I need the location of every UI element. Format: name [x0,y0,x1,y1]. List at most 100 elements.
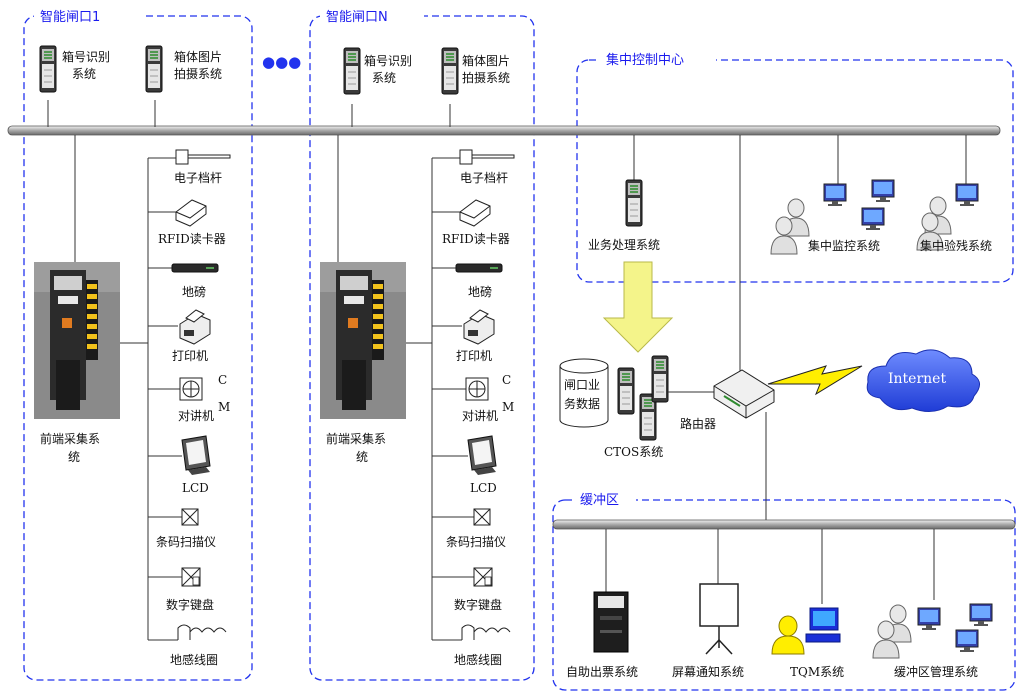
frontend-label-1: 前端采集系 [326,431,386,446]
barrier-icon [459,149,515,165]
device-label-scale: 地磅 [468,284,492,299]
barrier-icon [175,149,231,165]
ellipsis-dots: ●●● [262,53,301,71]
printer-icon [179,309,211,345]
frontend-label-1: 前端采集系 [40,431,100,446]
inspection-system-label: 集中验残系统 [920,238,992,253]
scale-icon [171,263,219,273]
device-label-lcd: LCD [470,481,497,495]
internet-label: Internet [888,371,946,387]
internet-cloud-icon [866,349,980,412]
server-icon [651,355,669,403]
buffer-manage-label: 缓冲区管理系统 [894,664,978,679]
frontend-kiosk-image [320,262,406,419]
lightning-icon [767,365,863,396]
database-label-2: 务数据 [564,396,600,411]
zone-label-gate-n: 智能闸口N [326,10,388,25]
monitor-icon [861,207,885,231]
intercom-icon [465,377,489,401]
router-label: 路由器 [680,416,716,431]
server-icon [343,47,361,95]
frontend-kiosk-image [34,262,120,419]
device-label-intercom: 对讲机 [462,408,498,423]
box-ocr-label-1: 箱号识别 [62,49,110,64]
ground-loop-icon [461,624,511,640]
buffer-group: 自助出票系统 屏幕通知系统 TQM系统 缓冲区管理系统 [566,529,993,679]
barcode-scanner-icon [181,508,199,526]
photo-label-1: 箱体图片 [174,49,222,64]
server-icon [441,47,459,95]
device-label-scanner: 条码扫描仪 [156,535,216,549]
router-icon [713,369,775,419]
monitor-icon [969,603,993,627]
intercom-mark-m: M [218,400,230,414]
box-ocr-label-1: 箱号识别 [364,53,412,68]
monitor-icon [823,183,847,207]
device-label-barrier: 电子档杆 [174,171,222,185]
photo-label-1: 箱体图片 [462,53,510,68]
server-icon [39,45,57,93]
device-label-printer: 打印机 [456,349,492,363]
frontend-label-2: 统 [356,450,368,464]
screen-notice-label: 屏幕通知系统 [672,665,744,679]
buffer-network-bus [552,519,1016,530]
gate-n-group: 箱号识别 系统 箱体图片 拍摄系统 前端采集系 统 [320,47,515,667]
monitor-icon [871,179,895,203]
rfid-reader-icon [175,199,207,227]
monitor-icon [955,629,979,653]
monitor-system-label: 集中监控系统 [808,238,880,253]
device-label-printer: 打印机 [172,349,208,363]
control-center-group: 业务处理系统 集中监控系统 集中验残系统 [588,135,992,255]
device-label-scale: 地磅 [182,284,206,299]
business-system-label: 业务处理系统 [588,237,660,252]
ticket-kiosk-icon [593,591,629,653]
lcd-icon [181,435,211,475]
lcd-icon [467,435,497,475]
device-label-scanner: 条码扫描仪 [446,535,506,549]
photo-label-2: 拍摄系统 [462,70,510,85]
database-icon [559,358,609,428]
device-label-barrier: 电子档杆 [460,171,508,185]
rfid-reader-icon [459,199,491,227]
scale-icon [455,263,503,273]
box-ocr-label-2: 系统 [72,67,96,81]
server-icon [145,45,163,93]
ctos-label: CTOS系统 [604,445,663,459]
intercom-mark-m: M [502,400,514,414]
device-label-rfid: RFID读卡器 [158,232,226,246]
device-label-rfid: RFID读卡器 [442,232,510,246]
intercom-icon [179,377,203,401]
keypad-icon [181,567,201,587]
zone-label-buffer: 缓冲区 [580,493,619,508]
gate-1-group: 箱号识别 系统 箱体图片 拍摄系统 前端采集系 统 [34,45,231,667]
frontend-label-2: 统 [68,450,80,464]
intercom-mark-c: C [218,373,227,387]
zone-buffer [552,499,1016,691]
box-ocr-label-2: 系统 [372,71,396,85]
zone-label-control-center: 集中控制中心 [606,52,684,68]
database-label-1: 闸口业 [564,378,600,392]
buffer-manage-icon [872,603,993,659]
ticket-system-label: 自助出票系统 [566,665,638,679]
server-icon [617,367,635,415]
projector-screen-icon [699,583,739,655]
keypad-icon [473,567,493,587]
device-label-lcd: LCD [182,481,209,495]
zone-control-center [576,59,1014,283]
tqm-icon [771,607,841,655]
photo-label-2: 拍摄系统 [174,66,222,81]
device-label-keypad: 数字键盘 [454,597,502,612]
zone-label-gate-1: 智能闸口1 [40,10,100,25]
device-label-loop: 地感线圈 [170,652,218,667]
main-network-bus [7,125,1001,136]
ctos-group: 闸口业 务数据 CTOS系统 路由器 Internet [559,135,980,520]
computer-icon [955,183,979,207]
device-label-loop: 地感线圈 [454,652,502,667]
device-label-keypad: 数字键盘 [166,597,214,612]
monitor-icon [917,607,941,631]
device-label-intercom: 对讲机 [178,408,214,423]
printer-icon [463,309,495,345]
ground-loop-icon [177,624,227,640]
server-icon [625,179,643,227]
